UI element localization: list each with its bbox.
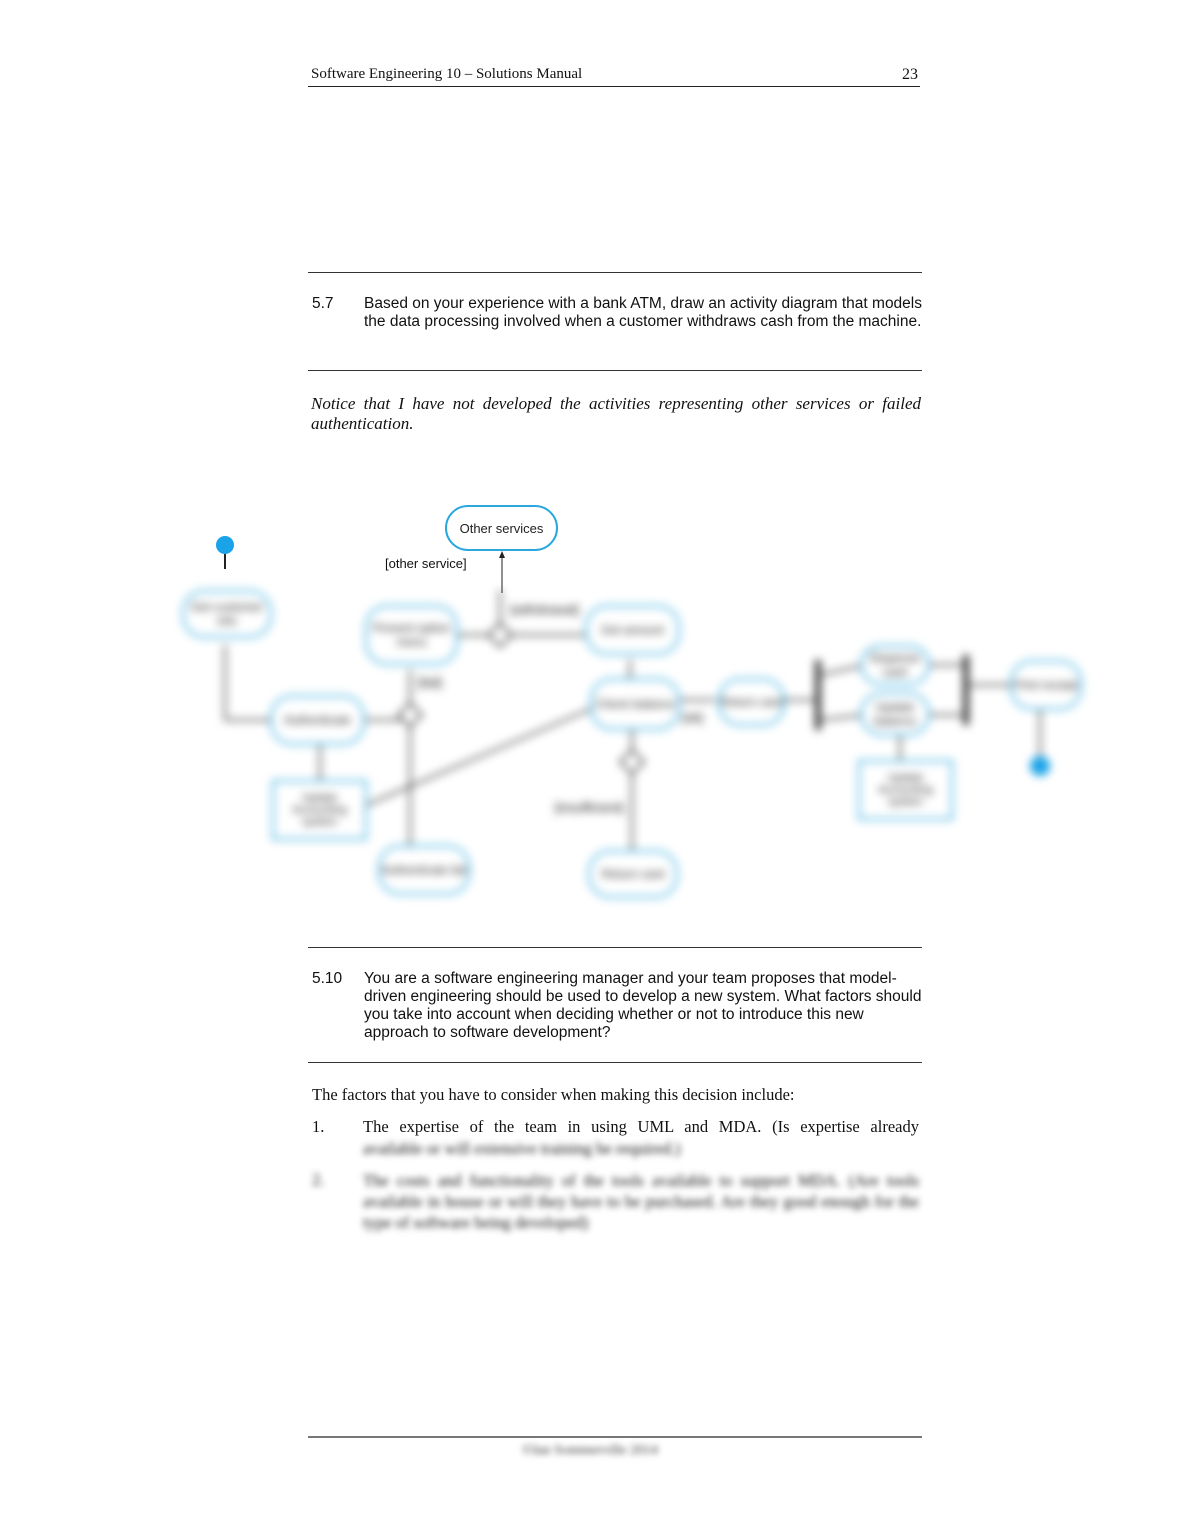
question-5-7: 5.7 Based on your experience with a bank… <box>312 295 924 351</box>
activity-diagram: Other services [other service] <box>170 495 1090 915</box>
get-customer-info-node: Get customer info <box>182 590 272 638</box>
question-text: You are a software engineering manager a… <box>364 970 922 1041</box>
divider <box>308 1062 922 1063</box>
diagram-sharp-lines <box>216 536 505 593</box>
update-accounting-box: Update Accounting system <box>272 780 367 840</box>
print-receipt-node: Print receipt <box>1010 660 1082 710</box>
answer-intro: The factors that you have to consider wh… <box>312 1085 795 1104</box>
dispense-cash-node: Dispense cash <box>860 645 930 685</box>
question-5-10: 5.10 You are a software engineering mana… <box>312 970 924 1044</box>
return-card-node-2: Return card <box>588 850 678 898</box>
list-number: 2. <box>312 1170 325 1189</box>
other-service-guard: [other service] <box>385 556 467 571</box>
diagram-blurred-region: Get customer info Authenticate Update Ac… <box>170 590 1090 915</box>
ok-guard: [ok] <box>682 710 703 725</box>
divider <box>308 947 922 948</box>
start-node-icon <box>216 536 234 554</box>
header-title: Software Engineering 10 – Solutions Manu… <box>311 66 583 82</box>
list-item-text: The expertise of the team in using UML a… <box>363 1117 919 1136</box>
present-options-node: Present option menu <box>365 605 458 665</box>
divider <box>308 272 922 273</box>
authenticate-fail-node: Authenticate fail <box>378 845 470 895</box>
arrowhead-icon <box>499 551 505 558</box>
divider <box>308 370 922 371</box>
return-card-node: Return card <box>718 678 785 726</box>
other-services-node: Other services <box>445 505 558 551</box>
list-item-continuation: available or will extensive training be … <box>363 1139 681 1158</box>
footer-copyright: ©Ian Sommerville 2014 <box>522 1443 658 1458</box>
check-balance-node: Check balance <box>590 678 680 730</box>
fail-guard: [fail] <box>418 675 442 690</box>
question-number: 5.7 <box>312 295 334 312</box>
insufficient-guard: [insufficient] <box>555 800 624 815</box>
footer-divider <box>308 1436 922 1438</box>
question-text: Based on your experience with a bank ATM… <box>364 295 922 330</box>
list-item-text: The costs and functionality of the tools… <box>363 1171 919 1232</box>
authenticate-node: Authenticate <box>270 695 365 745</box>
question-number: 5.10 <box>312 970 343 987</box>
page-header: Software Engineering 10 – Solutions Manu… <box>308 62 920 87</box>
list-number: 1. <box>312 1117 325 1136</box>
answer-note: Notice that I have not developed the act… <box>311 394 921 433</box>
page-number: 23 <box>902 66 918 83</box>
withdrawal-guard: [withdrawal] <box>510 602 579 617</box>
get-amount-node: Get amount <box>585 605 680 655</box>
update-accounting-box-2: Update Accounting system <box>858 760 953 820</box>
update-balance-node: Update balance <box>860 692 930 736</box>
